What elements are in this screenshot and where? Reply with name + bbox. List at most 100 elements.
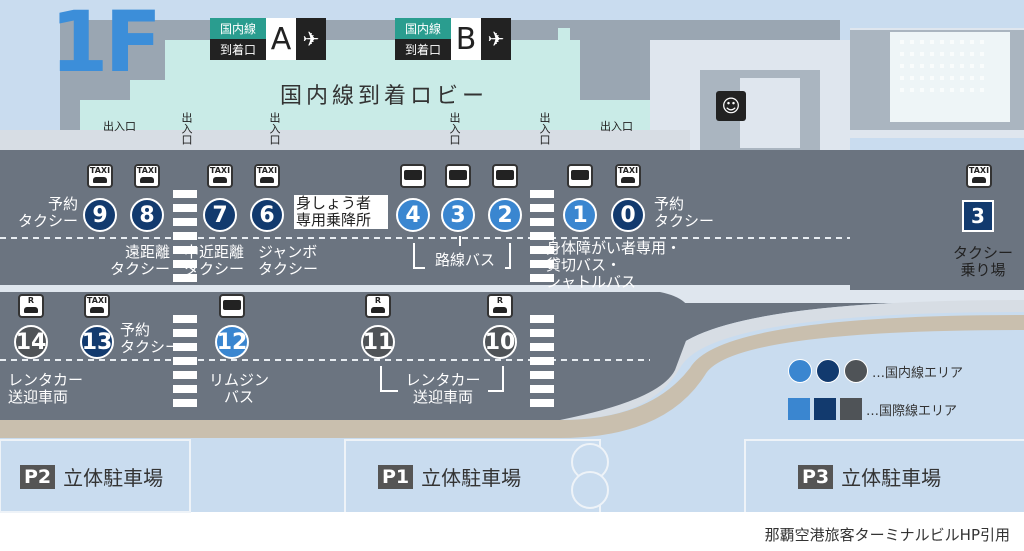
taxi-icon-text: TAXI bbox=[89, 166, 111, 175]
stop-7: 7 bbox=[203, 198, 237, 232]
arrival-plane-icon: ✈ bbox=[481, 18, 511, 60]
stop-8: 8 bbox=[130, 198, 164, 232]
gate-a-letter: A bbox=[266, 18, 296, 60]
crosswalk bbox=[173, 315, 197, 410]
legend-square-blue bbox=[788, 398, 810, 420]
taxi-icon-text: TAXI bbox=[968, 166, 990, 175]
parking-p3: P3 立体駐車場 bbox=[798, 462, 941, 491]
parking-p1-code: P1 bbox=[378, 464, 414, 489]
stop-12: 12 bbox=[215, 325, 249, 359]
gate-a-tag-top: 国内線 bbox=[210, 18, 266, 39]
gate-a-tag-bottom: 到着口 bbox=[210, 39, 266, 60]
taxi-icon: TAXI bbox=[207, 164, 233, 188]
legend-square-navy bbox=[814, 398, 836, 420]
taxi-icon-text: TAXI bbox=[209, 166, 231, 175]
rental-icon-text: R bbox=[374, 296, 382, 305]
taxi-icon: TAXI bbox=[87, 164, 113, 188]
lobby-label: 国内線到着ロビー bbox=[280, 84, 489, 109]
stop-10: 10 bbox=[483, 325, 517, 359]
exit-vertical: 出入口 bbox=[538, 112, 551, 148]
legend-international: …国際線エリア bbox=[788, 398, 957, 420]
crosswalk bbox=[530, 190, 554, 282]
rental-pickup-label: レンタカー 送迎車両 bbox=[398, 372, 488, 406]
stop-13: 13 bbox=[80, 325, 114, 359]
stop-9: 9 bbox=[83, 198, 117, 232]
attendant-icon: ☺ bbox=[716, 91, 746, 121]
disabled-dropoff-label: 身しょう者 専用乗降所 bbox=[294, 195, 388, 229]
stop-3: 3 bbox=[441, 198, 475, 232]
taxi-icon: TAXI bbox=[966, 164, 992, 188]
crosswalk bbox=[530, 315, 554, 410]
bus-icon bbox=[567, 164, 593, 188]
parking-p2: P2 立体駐車場 bbox=[20, 462, 163, 491]
stop-4: 4 bbox=[396, 198, 430, 232]
legend-circle-blue bbox=[788, 359, 812, 383]
taxi-icon-text: TAXI bbox=[256, 166, 278, 175]
long-distance-taxi-label: 遠距離 タクシー bbox=[109, 243, 170, 278]
gate-b-letter: B bbox=[451, 18, 481, 60]
exit-vertical: 出入口 bbox=[448, 112, 461, 148]
legend-circle-navy bbox=[816, 359, 840, 383]
parking-p2-text: 立体駐車場 bbox=[63, 466, 164, 490]
stop-11: 11 bbox=[361, 325, 395, 359]
exit-label: 出入口 bbox=[600, 120, 633, 133]
exit-label: 出入口 bbox=[103, 120, 136, 133]
taxi-icon-text: TAXI bbox=[617, 166, 639, 175]
taxi-icon: TAXI bbox=[134, 164, 160, 188]
rental-pickup-label: レンタカー 送迎車両 bbox=[8, 371, 84, 406]
taxi-icon-text: TAXI bbox=[136, 166, 158, 175]
bracket-post bbox=[459, 236, 461, 246]
bus-icon bbox=[492, 164, 518, 188]
limousine-bus-label: リムジン バス bbox=[208, 371, 269, 406]
gate-b-tag-bottom: 到着口 bbox=[395, 39, 451, 60]
mid-distance-taxi-label: 中近距離 タクシー bbox=[184, 243, 245, 278]
stop-14: 14 bbox=[14, 325, 48, 359]
legend-domestic: …国内線エリア bbox=[788, 359, 963, 383]
exit-vertical: 出入口 bbox=[180, 112, 193, 148]
floor-label: 1F bbox=[50, 0, 162, 91]
exit-label: 出入口 bbox=[448, 112, 461, 145]
bus-icon bbox=[445, 164, 471, 188]
exit-vertical: 出入口 bbox=[268, 112, 281, 148]
route-bus-label: 路線バス bbox=[425, 252, 505, 269]
stop-0: 0 bbox=[611, 198, 645, 232]
legend-square-gray bbox=[840, 398, 862, 420]
stop-6: 6 bbox=[250, 198, 284, 232]
taxi-icon-text: TAXI bbox=[86, 296, 108, 305]
gate-b-tag-top: 国内線 bbox=[395, 18, 451, 39]
arrival-plane-icon: ✈ bbox=[296, 18, 326, 60]
taxi-icon: TAXI bbox=[84, 294, 110, 318]
source-credit: 那覇空港旅客ターミナルビルHP引用 bbox=[764, 526, 1010, 544]
stop-2: 2 bbox=[488, 198, 522, 232]
rental-car-icon: R bbox=[487, 294, 513, 318]
taxi-icon: TAXI bbox=[615, 164, 641, 188]
exit-label: 出入口 bbox=[538, 112, 551, 145]
special-bus-label: 身体障がい者専用・ 貸切バス・ シャトルバス bbox=[546, 239, 682, 291]
parking-p1-text: 立体駐車場 bbox=[421, 466, 522, 490]
legend-domestic-text: …国内線エリア bbox=[872, 365, 964, 381]
rental-car-icon: R bbox=[18, 294, 44, 318]
reserve-taxi-label: 予約 タクシー bbox=[654, 195, 715, 230]
taxi-stand-label: タクシー 乗り場 bbox=[952, 244, 1013, 279]
exit-label: 出入口 bbox=[268, 112, 281, 145]
taxi-icon: TAXI bbox=[254, 164, 280, 188]
parking-p3-code: P3 bbox=[798, 464, 834, 489]
exit-label: 出入口 bbox=[180, 112, 193, 145]
stop-1: 1 bbox=[563, 198, 597, 232]
taxi-stand-3: 3 bbox=[962, 200, 994, 232]
crosswalk bbox=[173, 190, 197, 282]
rental-icon-text: R bbox=[27, 296, 35, 305]
parking-p1: P1 立体駐車場 bbox=[378, 462, 521, 491]
gate-b: 国内線 到着口 B ✈ bbox=[395, 18, 511, 60]
gate-a: 国内線 到着口 A ✈ bbox=[210, 18, 326, 60]
reserve-taxi-label: 予約 タクシー bbox=[18, 195, 79, 230]
bus-icon bbox=[400, 164, 426, 188]
rental-car-icon: R bbox=[365, 294, 391, 318]
reserve-taxi-label: 予約 タクシー bbox=[120, 321, 181, 356]
jumbo-taxi-label: ジャンボ タクシー bbox=[258, 243, 319, 278]
rental-icon-text: R bbox=[496, 296, 504, 305]
legend-circle-gray bbox=[844, 359, 868, 383]
parking-p2-code: P2 bbox=[20, 464, 56, 489]
bus-icon bbox=[219, 294, 245, 318]
